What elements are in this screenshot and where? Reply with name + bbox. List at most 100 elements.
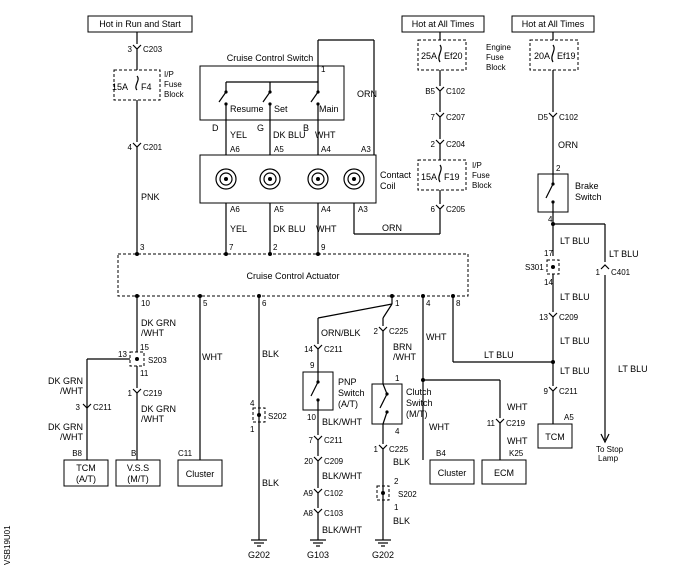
svg-text:2: 2 [394,477,399,486]
svg-text:(A/T): (A/T) [76,474,96,484]
svg-text:13: 13 [539,313,548,322]
fuse-f4: 15A F4 [112,69,161,101]
svg-text:Hot in Run and Start: Hot in Run and Start [99,19,181,29]
svg-text:C211: C211 [559,387,578,396]
svg-text:DK GRN: DK GRN [48,422,83,432]
svg-text:13: 13 [118,350,127,359]
svg-text:11: 11 [140,369,149,378]
svg-text:G202: G202 [372,550,394,560]
svg-text:C103: C103 [324,509,344,518]
connector-c219-11: 11 C219 [487,418,526,428]
svg-text:Ef20: Ef20 [444,51,463,61]
svg-text:DK GRN: DK GRN [141,318,176,328]
connector-c203: 3 C203 [128,44,163,54]
svg-text:I/P: I/P [472,161,482,170]
svg-text:Ef19: Ef19 [557,51,576,61]
svg-text:LT BLU: LT BLU [560,292,590,302]
svg-text:7: 7 [229,243,234,252]
svg-text:15A: 15A [112,82,128,92]
svg-text:1: 1 [128,389,133,398]
svg-text:A8: A8 [303,509,313,518]
module-vss: V.S.S (M/T) [115,459,161,487]
svg-text:D: D [212,123,219,133]
coil-to-actuator-wires: A6 A5 A4 A3 ORN YEL DK BLU WHT 7 2 9 [225,203,440,254]
svg-text:S203: S203 [148,356,167,365]
svg-text:BLK/WHT: BLK/WHT [322,471,363,481]
svg-text:6: 6 [431,205,436,214]
ef20-column: 25A Ef20 Engine Fuse Block B5 C102 7 C20… [417,32,511,234]
svg-text:Fuse: Fuse [472,171,490,180]
svg-text:B: B [131,449,136,458]
svg-text:DK GRN: DK GRN [141,404,176,414]
svg-text:C205: C205 [446,205,466,214]
svg-text:1: 1 [321,65,326,74]
connector-c103-a8: A8 C103 [303,508,344,518]
svg-text:1: 1 [394,503,399,512]
svg-text:WHT: WHT [507,402,528,412]
svg-text:Switch: Switch [406,398,433,408]
module-cluster-2: Cluster [429,459,475,485]
module-ecm: ECM [481,459,527,485]
svg-text:2: 2 [374,327,379,336]
ground-g202-b: G202 [372,539,394,560]
svg-text:S202: S202 [398,490,417,499]
svg-text:Fuse: Fuse [164,80,182,89]
svg-text:9: 9 [310,361,315,370]
svg-text:Contact: Contact [380,170,412,180]
svg-text:A5: A5 [274,145,284,154]
connector-c225-1: 1 C225 [374,444,409,454]
svg-text:1: 1 [596,268,601,277]
svg-text:BRN: BRN [393,342,412,352]
svg-text:BLK/WHT: BLK/WHT [322,417,363,427]
svg-text:G: G [257,123,264,133]
svg-text:C211: C211 [324,436,343,445]
splice-s301: 17 14 S301 [525,249,560,287]
svg-text:A3: A3 [358,205,368,214]
pnk-circuit: 3 C203 15A F4 I/P Fuse Block 4 C201 PNK … [112,32,185,254]
svg-text:15: 15 [140,343,149,352]
svg-text:3: 3 [128,45,133,54]
connector-c211-3: 3 C211 [76,403,113,412]
svg-text:8: 8 [456,299,461,308]
svg-text:3: 3 [140,243,145,252]
svg-text:/WHT: /WHT [393,352,416,362]
svg-text:WHT: WHT [429,422,450,432]
svg-text:LT BLU: LT BLU [618,364,648,374]
dkgrn-wht-circuit: DK GRN /WHT 15 13 11 S203 DK GRN /WHT 3 … [48,296,176,487]
svg-text:11: 11 [487,419,496,428]
svg-text:4: 4 [426,299,431,308]
svg-text:YEL: YEL [230,224,247,234]
svg-text:B4: B4 [436,449,446,458]
svg-text:Lamp: Lamp [598,454,619,463]
connector-c201: 4 C201 [128,142,163,152]
svg-text:10: 10 [307,413,316,422]
svg-text:25A: 25A [421,51,437,61]
blk-g202-circuit: BLK 4 1 S202 BLK G202 [248,296,287,560]
module-cluster-1: Cluster [177,459,223,487]
svg-text:Cruise Control Actuator: Cruise Control Actuator [246,271,339,281]
svg-text:14: 14 [544,278,553,287]
connector-c102-a9: A9 C102 [303,488,344,498]
svg-text:ORN: ORN [382,223,402,233]
pnp-switch [302,371,334,411]
svg-text:BLK: BLK [393,516,410,526]
svg-text:WHT: WHT [507,436,528,446]
svg-text:9: 9 [544,387,549,396]
svg-text:S301: S301 [525,263,544,272]
svg-text:C219: C219 [506,419,526,428]
svg-text:C11: C11 [178,449,193,458]
svg-text:DK GRN: DK GRN [48,376,83,386]
svg-text:17: 17 [544,249,553,258]
fuse-ef20: 25A Ef20 [417,39,467,71]
svg-text:Engine: Engine [486,43,511,52]
svg-text:WHT: WHT [202,352,223,362]
ltblu-pin8-circuit: LT BLU [452,296,553,363]
svg-text:C401: C401 [611,268,631,277]
splice-s202-a: 4 1 S202 [250,399,287,434]
svg-text:Cluster: Cluster [438,468,467,478]
svg-text:C102: C102 [446,87,466,96]
svg-text:Hot at All Times: Hot at All Times [412,19,475,29]
svg-text:15A: 15A [421,172,437,182]
cruise-control-actuator: Cruise Control Actuator 10 5 6 1 4 8 [117,252,469,308]
